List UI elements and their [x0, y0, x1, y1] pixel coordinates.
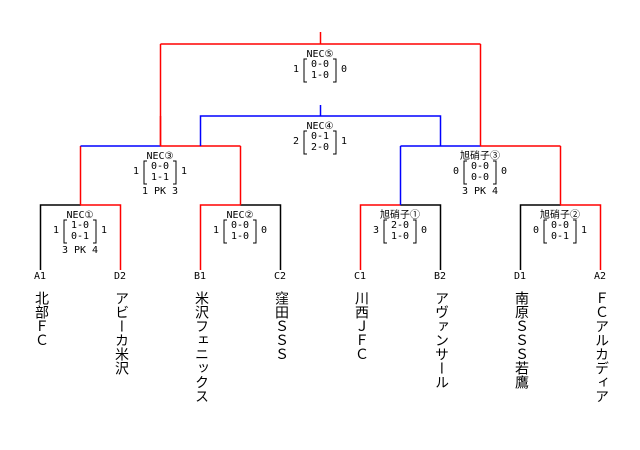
- match-half1: 1-0: [71, 220, 89, 231]
- score-bracket: [63, 219, 67, 244]
- match-score-left: 1: [293, 64, 299, 75]
- venue-label-bg: [540, 207, 580, 220]
- match-half2: 1-0: [391, 231, 409, 242]
- venue-label-bg: [220, 207, 260, 220]
- match-score-left: 3: [373, 225, 379, 236]
- score-bracket: [333, 130, 337, 155]
- team-name: 南原ＳＳＳ若鷹: [513, 291, 529, 389]
- match-half1: 0-1: [311, 131, 329, 142]
- venue-label-bg: [460, 148, 500, 161]
- score-bracket: [173, 160, 177, 185]
- match-venue: 旭硝子②: [540, 208, 580, 221]
- match-half2: 1-1: [151, 172, 169, 183]
- team-name: 米沢フェニックス: [193, 291, 209, 403]
- match-half2: 2-0: [311, 142, 329, 153]
- score-bracket: [493, 160, 497, 185]
- score-bracket: [383, 219, 387, 244]
- match-half1: 0-0: [551, 220, 569, 231]
- match-score-left: 1: [213, 225, 219, 236]
- match-score-right: 0: [341, 64, 347, 75]
- venue-label-bg: [380, 207, 420, 220]
- score-bracket: [93, 219, 97, 244]
- match-half1: 0-0: [151, 161, 169, 172]
- score-bracket: [143, 160, 147, 185]
- team-name: 窪田ＳＳＳ: [273, 291, 289, 361]
- team-seed: C2: [274, 271, 286, 282]
- match-venue: NEC⑤: [306, 49, 333, 60]
- team-seed: A1: [34, 271, 46, 282]
- match-score-right: 0: [501, 166, 507, 177]
- venue-label-bg: [140, 148, 180, 161]
- match-score-right: 1: [581, 225, 587, 236]
- team-seed: D2: [114, 271, 126, 282]
- team-name: アヴァンサール: [433, 291, 449, 389]
- match-half1: 0-0: [311, 59, 329, 70]
- match-score-right: 0: [421, 225, 427, 236]
- team-name: 川西ＪＦＣ: [353, 291, 369, 361]
- final-lines: [160, 32, 481, 45]
- round1-lines: [39, 146, 602, 270]
- match-venue: NEC③: [146, 151, 173, 162]
- match-pk: 3 PK 4: [62, 245, 98, 256]
- team-name: アビーカ米沢: [113, 291, 129, 375]
- match-half2: 0-0: [471, 172, 489, 183]
- match-score-right: 0: [261, 225, 267, 236]
- score-bracket: [413, 219, 417, 244]
- score-bracket: [303, 58, 307, 83]
- match-venue: NEC④: [306, 121, 333, 132]
- score-bracket: [253, 219, 257, 244]
- match-venue: 旭硝子③: [460, 149, 500, 162]
- match-pk: 1 PK 3: [142, 186, 178, 197]
- match-score-right: 1: [181, 166, 187, 177]
- match-score-left: 0: [453, 166, 459, 177]
- match-score-right: 1: [341, 136, 347, 147]
- match-half2: 1-0: [231, 231, 249, 242]
- team-seed: D1: [514, 271, 526, 282]
- third-place-lines: [199, 105, 442, 146]
- score-bracket: [223, 219, 227, 244]
- team-seed: A2: [594, 271, 606, 282]
- team-name: 北部ＦＣ: [33, 291, 49, 347]
- match-half1: 0-0: [231, 220, 249, 231]
- match-half2: 0-1: [71, 231, 89, 242]
- score-bracket: [333, 58, 337, 83]
- venue-label-bg: [300, 118, 340, 131]
- match-venue: 旭硝子①: [380, 208, 420, 221]
- venue-label-bg: [60, 207, 100, 220]
- team-name: ＦＣアルカディア: [593, 291, 609, 403]
- match-half1: 2-0: [391, 220, 409, 231]
- venue-label-bg: [300, 46, 340, 59]
- team-seed: B2: [434, 271, 446, 282]
- match-score-left: 2: [293, 136, 299, 147]
- match-half2: 1-0: [311, 70, 329, 81]
- match-venue: NEC①: [66, 210, 93, 221]
- match-pk: 3 PK 4: [462, 186, 498, 197]
- match-score-left: 1: [53, 225, 59, 236]
- team-seed: B1: [194, 271, 206, 282]
- match-score-left: 1: [133, 166, 139, 177]
- match-score-right: 1: [101, 225, 107, 236]
- score-bracket: [573, 219, 577, 244]
- score-bracket: [543, 219, 547, 244]
- team-seed: C1: [354, 271, 366, 282]
- match-half2: 0-1: [551, 231, 569, 242]
- score-bracket: [463, 160, 467, 185]
- score-bracket: [303, 130, 307, 155]
- match-venue: NEC②: [226, 210, 253, 221]
- match-half1: 0-0: [471, 161, 489, 172]
- match-score-left: 0: [533, 225, 539, 236]
